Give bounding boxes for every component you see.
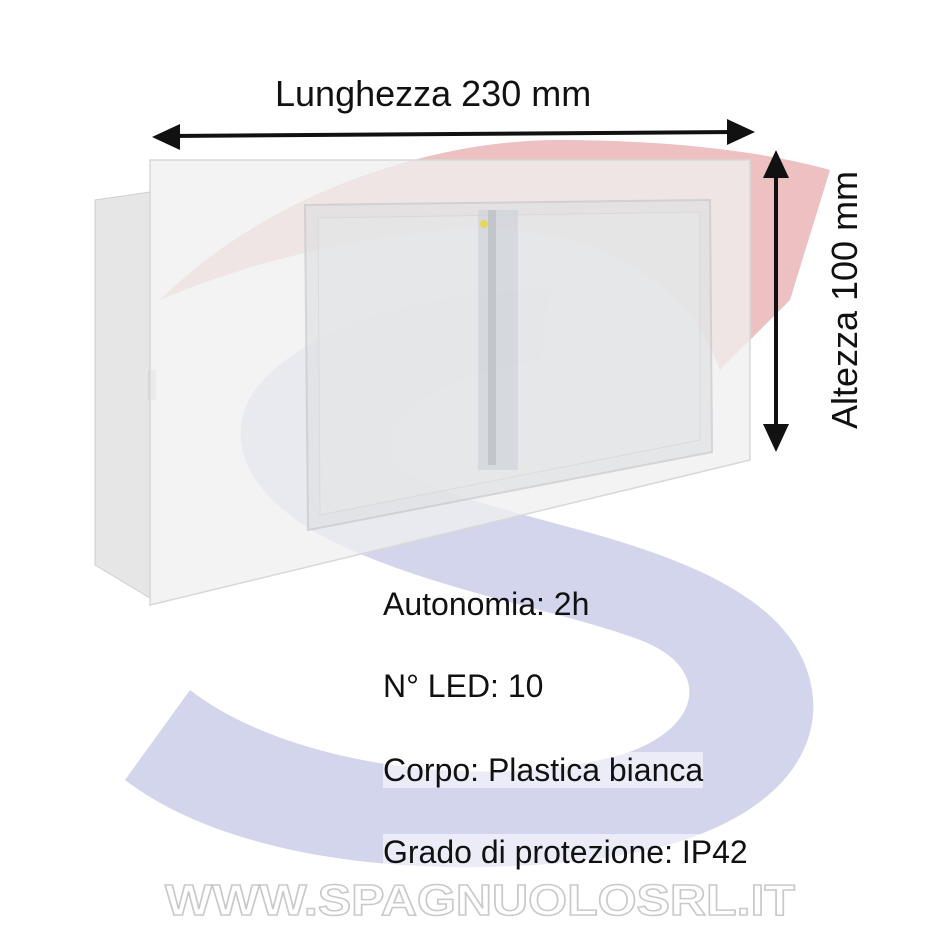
spec-protection-grade: Grado di protezione: IP42 xyxy=(383,832,748,872)
spec-protection-grade-text: Grado di protezione: IP42 xyxy=(383,834,748,870)
spec-body-material: Corpo: Plastica bianca xyxy=(383,750,704,790)
spec-led-count-text: N° LED: 10 xyxy=(383,668,544,704)
website-watermark: WWW.SPAGNUOLOSRL.IT xyxy=(164,875,796,926)
spec-autonomy: Autonomia: 2h xyxy=(383,584,589,624)
watermark-text: WWW.SPAGNUOLOSRL.IT xyxy=(165,876,795,925)
spec-led-count: N° LED: 10 xyxy=(383,666,543,706)
length-dimension-label: Lunghezza 230 mm xyxy=(275,73,592,114)
spec-body-material-text: Corpo: Plastica bianca xyxy=(383,752,704,788)
spec-autonomy-text: Autonomia: 2h xyxy=(383,586,590,622)
height-dimension-label: Altezza 100 mm xyxy=(824,170,865,430)
